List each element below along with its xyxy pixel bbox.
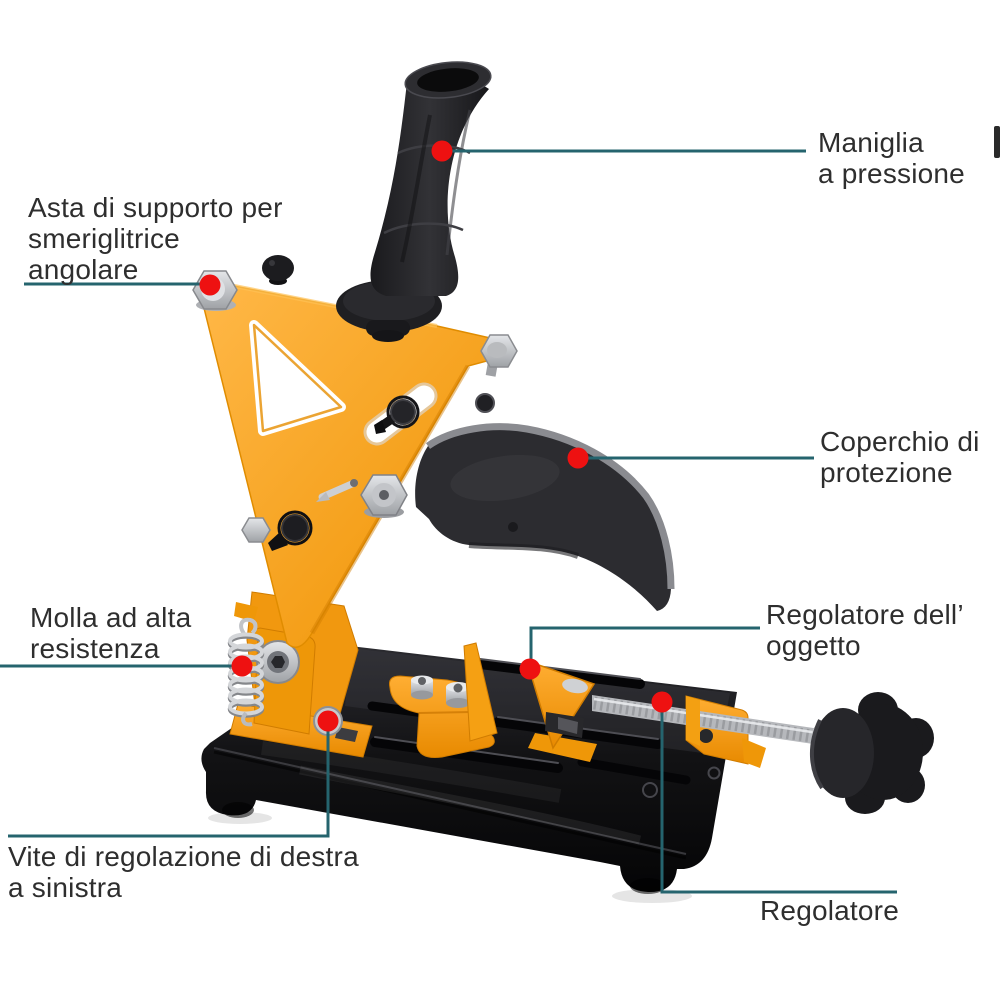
chrome-post <box>446 682 470 708</box>
threaded-rod <box>592 695 820 745</box>
rod-guide-front <box>686 696 700 746</box>
callout-regolatore-oggetto-line1: Regolatore dell’ <box>766 599 964 630</box>
callout-regolatore-oggetto-line2: oggetto <box>766 630 861 661</box>
protective-cover <box>415 423 675 611</box>
cam-plate <box>389 642 498 758</box>
callout-molla: Molla ad alta resistenza <box>30 602 191 664</box>
handle-grip <box>370 76 489 297</box>
marker-molla <box>231 655 253 677</box>
callout-vite-line1: Vite di regolazione di destra <box>8 841 359 872</box>
callout-regolatore-line1: Regolatore <box>760 895 899 926</box>
callout-vite-line2: a sinistra <box>8 872 123 903</box>
base-screw <box>642 782 658 798</box>
shadow-left-foot <box>208 812 272 824</box>
cam-fin <box>463 642 498 742</box>
marker-coperchio <box>567 447 589 469</box>
callout-vite: Vite di regolazione di destra a sinistra <box>8 841 359 903</box>
callout-asta-line1: Asta di supporto per <box>28 192 283 223</box>
marker-regolatore <box>651 691 673 713</box>
leader-lines <box>0 149 897 894</box>
marker-vite <box>317 710 339 732</box>
callout-asta: Asta di supporto per smeriglitrice angol… <box>28 192 283 285</box>
callout-maniglia: Maniglia a pressione <box>818 127 965 189</box>
callout-asta-line2: smeriglitrice <box>28 223 180 254</box>
tension-lever <box>318 479 358 501</box>
callout-molla-line1: Molla ad alta <box>30 602 192 633</box>
callout-asta-line3: angolare <box>28 254 139 285</box>
pressure-handle <box>336 61 492 342</box>
callout-molla-line2: resistenza <box>30 633 160 664</box>
callout-coperchio-line1: Coperchio di <box>820 426 980 457</box>
cover-rim <box>425 423 675 590</box>
marker-maniglia <box>431 140 453 162</box>
marker-regolatore-oggetto <box>519 658 541 680</box>
callout-coperchio-line2: protezione <box>820 457 953 488</box>
object-clamp-jaw <box>525 659 597 762</box>
leader-vite <box>8 727 330 838</box>
callout-coperchio: Coperchio di protezione <box>820 426 980 488</box>
chrome-post <box>411 675 433 700</box>
callout-regolatore: Regolatore <box>760 895 899 926</box>
base-screw <box>707 766 721 780</box>
frame-hardware <box>192 255 518 551</box>
marker-dots <box>199 140 673 732</box>
callout-regolatore-oggetto: Regolatore dell’ oggetto <box>766 599 964 661</box>
spring-anchor-tab <box>234 602 258 622</box>
leader-regolatore-oggetto <box>529 626 760 664</box>
slider-bolt-lower <box>281 514 309 542</box>
adjuster-knob <box>809 692 934 814</box>
callout-maniglia-line2: a pressione <box>818 158 965 189</box>
pivot-bracket <box>253 627 316 735</box>
callout-maniglia-line1: Maniglia <box>818 127 924 158</box>
edge-crop-artifact <box>994 126 1000 158</box>
leader-regolatore <box>660 707 897 894</box>
hex-bolt-small <box>241 517 271 543</box>
marker-asta <box>199 274 221 296</box>
